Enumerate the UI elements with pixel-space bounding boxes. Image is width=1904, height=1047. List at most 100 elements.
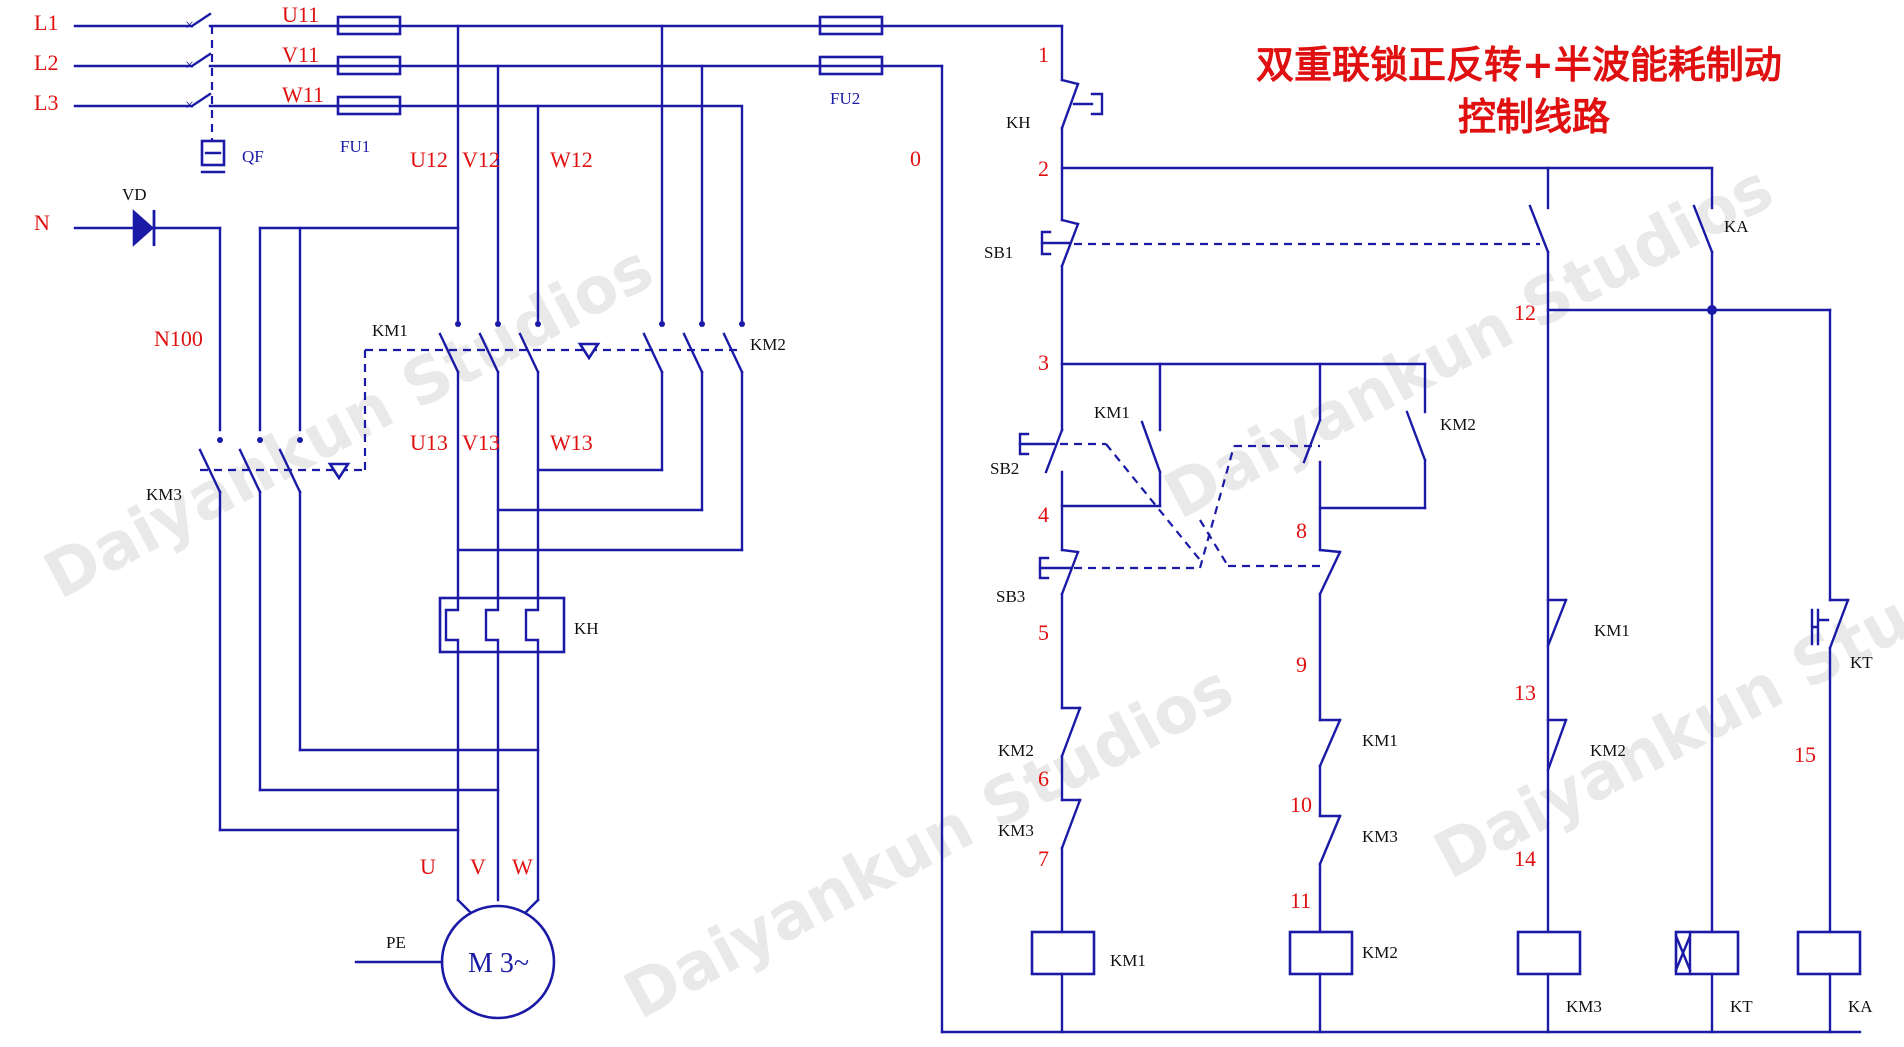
motor-terminal-u: U bbox=[420, 854, 436, 879]
contact-km3-interlock: KM3 bbox=[998, 798, 1082, 850]
watermark-layer: Daiyankun Studios Daiyankun Studios Daiy… bbox=[33, 151, 1904, 1034]
coil-kt-label: KT bbox=[1730, 997, 1753, 1016]
km1-main-label: KM1 bbox=[372, 321, 408, 340]
km1-hold-label: KM1 bbox=[1094, 403, 1130, 422]
watermark: Daiyankun Studios bbox=[1153, 151, 1785, 534]
contact-km3-interlock-rev: KM3 bbox=[1318, 814, 1398, 866]
motor-terminal-v: V bbox=[470, 854, 486, 879]
wire-label-w11: W11 bbox=[282, 82, 324, 107]
ka-hold-label: KA bbox=[1724, 217, 1749, 236]
watermark: Daiyankun Studios bbox=[613, 651, 1245, 1034]
coil-km1: KM1 bbox=[1030, 930, 1146, 976]
contact-kt-timed: KT bbox=[1810, 598, 1873, 672]
coil-km3-label: KM3 bbox=[1566, 997, 1602, 1016]
button-sb2: SB2 bbox=[990, 362, 1201, 561]
km2-main-label: KM2 bbox=[750, 335, 786, 354]
contact-km1-brake: KM1 bbox=[1546, 598, 1630, 648]
kh-main-label: KH bbox=[574, 619, 599, 638]
button-sb3: SB3 bbox=[996, 444, 1326, 606]
watermark: Daiyankun Studios bbox=[33, 231, 665, 614]
node-9: 9 bbox=[1296, 652, 1307, 677]
coil-km3: KM3 bbox=[1516, 930, 1602, 1016]
fuse-fu2-label: FU2 bbox=[830, 89, 860, 108]
phase-label-l2: L2 bbox=[34, 50, 58, 75]
km3-main-label: KM3 bbox=[146, 485, 182, 504]
contact-kh-nc: KH bbox=[1006, 78, 1104, 132]
wire-label-w12: W12 bbox=[550, 147, 593, 172]
node-13: 13 bbox=[1514, 680, 1536, 705]
wire-label-u11: U11 bbox=[282, 2, 319, 27]
breaker-label: QF bbox=[242, 147, 264, 166]
motor: M 3~ PE bbox=[354, 904, 556, 1020]
node-2: 2 bbox=[1038, 156, 1049, 181]
wire-label-v13: V13 bbox=[462, 430, 500, 455]
wire-label-v11: V11 bbox=[282, 42, 319, 67]
motor-terminal-w: W bbox=[512, 854, 533, 879]
kh-ctrl-label: KH bbox=[1006, 113, 1031, 132]
coil-ka: KA bbox=[1796, 930, 1873, 1016]
km2-brake-label: KM2 bbox=[1590, 741, 1626, 760]
contact-km1-hold: KM1 bbox=[1094, 362, 1162, 508]
coil-ka-label: KA bbox=[1848, 997, 1873, 1016]
coil-kt: KT bbox=[1674, 930, 1753, 1016]
thermal-relay-kh: KH bbox=[438, 596, 599, 654]
svg-text:×: × bbox=[185, 17, 194, 34]
button-sb1: SB1 bbox=[984, 218, 1540, 268]
node-15: 15 bbox=[1794, 742, 1816, 767]
km2-interlock-label: KM2 bbox=[998, 741, 1034, 760]
sb3-label: SB3 bbox=[996, 587, 1025, 606]
wire-0-label: 0 bbox=[910, 146, 921, 171]
contact-km2-main: KM2 bbox=[642, 321, 786, 374]
svg-text:×: × bbox=[185, 97, 194, 114]
contact-km1-main: KM1 bbox=[372, 321, 541, 374]
neutral-label: N bbox=[34, 210, 50, 235]
km3-interlock-rev-label: KM3 bbox=[1362, 827, 1398, 846]
breaker-qf: × × × QF bbox=[185, 12, 367, 174]
wire-label-v12: V12 bbox=[462, 147, 500, 172]
node-10: 10 bbox=[1290, 792, 1312, 817]
title-line-1: 双重联锁正反转+半波能耗制动 bbox=[1256, 43, 1782, 87]
diode-vd: N VD N100 bbox=[34, 185, 222, 432]
fuse-fu1: FU1 bbox=[336, 15, 402, 156]
km3-interlock-label: KM3 bbox=[998, 821, 1034, 840]
wire-label-u12: U12 bbox=[410, 147, 448, 172]
fuse-fu1-label: FU1 bbox=[340, 137, 370, 156]
node-7: 7 bbox=[1038, 846, 1049, 871]
phase-label-l1: L1 bbox=[34, 10, 58, 35]
node-8: 8 bbox=[1296, 518, 1307, 543]
phase-label-l3: L3 bbox=[34, 90, 58, 115]
node-3: 3 bbox=[1038, 350, 1049, 375]
coil-km1-label: KM1 bbox=[1110, 951, 1146, 970]
contact-km2-interlock: KM2 bbox=[998, 706, 1082, 760]
title-line-2: 控制线路 bbox=[1458, 95, 1611, 139]
km1-interlock-label: KM1 bbox=[1362, 731, 1398, 750]
motor-label: M 3~ bbox=[468, 948, 529, 979]
coil-km2-label: KM2 bbox=[1362, 943, 1398, 962]
contact-km2-brake: KM2 bbox=[1546, 718, 1626, 772]
n100-label: N100 bbox=[154, 326, 203, 351]
contact-km3-main: KM3 bbox=[146, 437, 365, 504]
sb2-label: SB2 bbox=[990, 459, 1019, 478]
node-4: 4 bbox=[1038, 502, 1049, 527]
svg-text:×: × bbox=[185, 57, 194, 74]
fuse-fu2: FU2 bbox=[818, 15, 884, 108]
wire-label-w13: W13 bbox=[550, 430, 593, 455]
node-12: 12 bbox=[1514, 300, 1536, 325]
diode-label: VD bbox=[122, 185, 147, 204]
node-14: 14 bbox=[1514, 846, 1536, 871]
node-1: 1 bbox=[1038, 42, 1049, 67]
phase-lines: L1 L2 L3 bbox=[34, 10, 192, 115]
node-11: 11 bbox=[1290, 888, 1311, 913]
wire-label-u13: U13 bbox=[410, 430, 448, 455]
contact-km1-interlock: KM1 bbox=[1318, 718, 1398, 768]
contact-km2-hold: KM2 bbox=[1405, 362, 1476, 510]
node-6: 6 bbox=[1038, 766, 1049, 791]
sb1-label: SB1 bbox=[984, 243, 1013, 262]
button-sb3-start bbox=[1302, 418, 1322, 464]
watermark: Daiyankun Studios bbox=[1423, 511, 1904, 894]
coil-km2: KM2 bbox=[1288, 930, 1398, 976]
kt-contact-label: KT bbox=[1850, 653, 1873, 672]
km2-hold-label: KM2 bbox=[1440, 415, 1476, 434]
node-5: 5 bbox=[1038, 620, 1049, 645]
